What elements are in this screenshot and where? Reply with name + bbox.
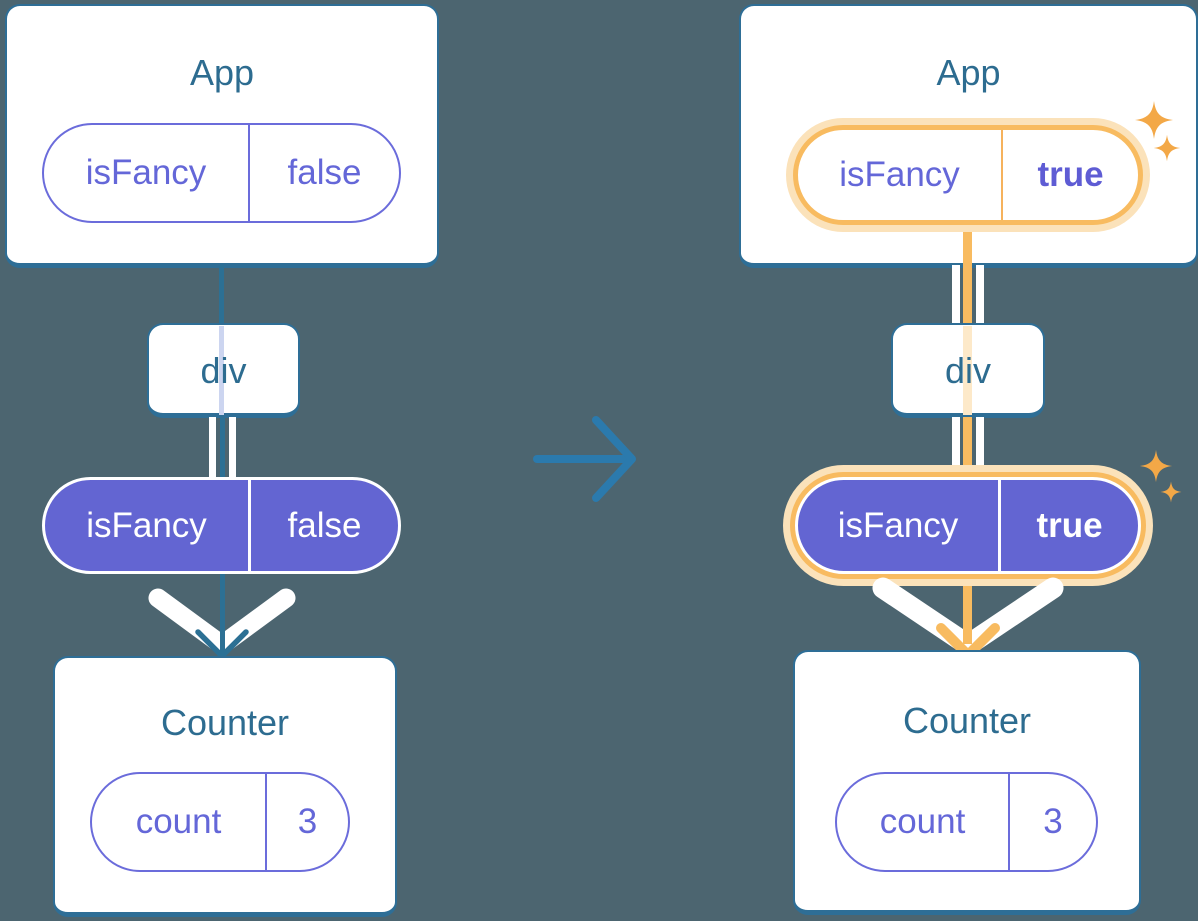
div-label-left: div	[200, 349, 247, 391]
prop-key: isFancy	[798, 480, 1001, 571]
prop-pipe-left-rail	[209, 417, 216, 479]
state-value: false	[287, 153, 362, 192]
state-key: count	[92, 774, 267, 870]
prop-pipe-right-rail	[976, 265, 984, 325]
prop-pipe-right-rail	[976, 417, 984, 478]
sparkle-icon	[1139, 449, 1173, 483]
edge-app-div-right	[963, 230, 972, 325]
prop-pill-left: isFancy false	[42, 477, 401, 574]
prop-pipe-left-rail	[952, 417, 960, 478]
pass-through-line-left	[219, 326, 224, 415]
prop-line-right	[963, 417, 972, 478]
app-state-pill-left: isFancy false	[42, 123, 401, 223]
app-title-left: App	[189, 52, 255, 93]
prop-pipe-right-rail	[229, 417, 236, 479]
state-value: true	[1037, 155, 1104, 194]
edge-pill-counter-left	[220, 574, 225, 654]
prop-pipe-left-rail	[952, 265, 960, 325]
sparkle-icon	[1135, 101, 1173, 139]
prop-key: isFancy	[45, 480, 251, 571]
counter-title-left: Counter	[160, 702, 290, 743]
state-key: isFancy	[798, 130, 1003, 220]
state-value: 3	[297, 802, 318, 841]
div-label-right: div	[944, 349, 992, 391]
app-title-right: App	[936, 52, 1001, 93]
sparkle-icon	[1153, 134, 1181, 162]
counter-state-pill-right: count 3	[835, 772, 1098, 872]
prop-value: true	[1036, 505, 1103, 545]
pass-through-line-right	[963, 326, 972, 415]
state-value: 3	[1043, 802, 1063, 841]
edge-app-div-left	[219, 265, 224, 325]
edge-pill-counter-right	[963, 586, 972, 644]
prop-value: false	[287, 505, 362, 545]
prop-pill-right: isFancy true	[795, 477, 1141, 574]
right-arrow-icon	[533, 416, 636, 502]
state-key: isFancy	[44, 125, 250, 221]
app-state-pill-right: isFancy true	[793, 125, 1143, 225]
down-chevron-icon	[872, 577, 1064, 656]
counter-title-right: Counter	[902, 700, 1032, 741]
sparkle-icon	[1160, 481, 1182, 503]
counter-state-pill-left: count 3	[90, 772, 350, 872]
prop-line-left	[220, 417, 225, 479]
state-key: count	[837, 774, 1010, 870]
